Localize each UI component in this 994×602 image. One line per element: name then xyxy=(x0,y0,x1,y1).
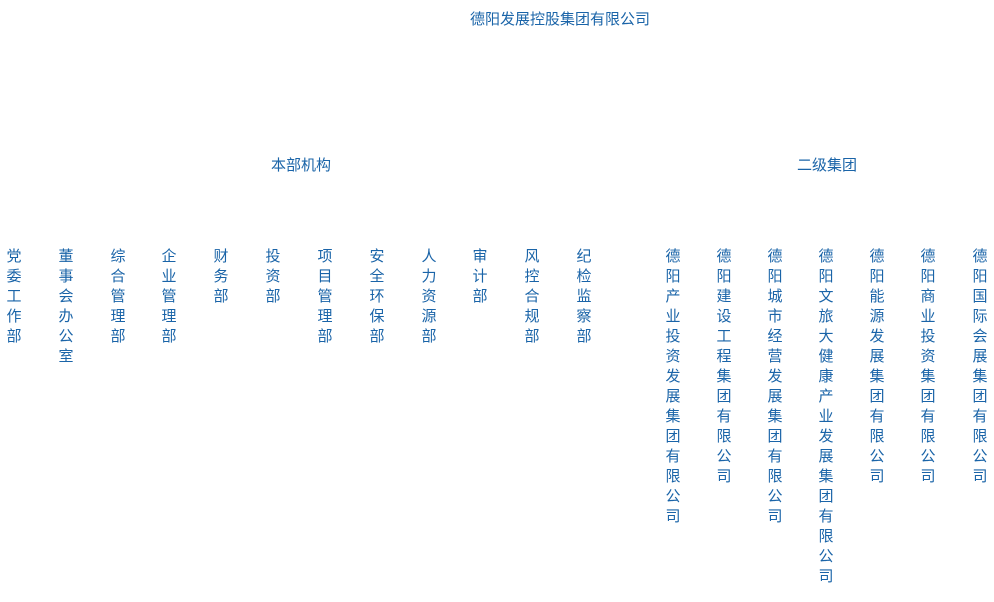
dept-node: 风控合规部 xyxy=(524,247,540,345)
subsidiary-node: 德阳产业投资发展集团有限公司 xyxy=(665,247,681,525)
dept-node: 党委工作部 xyxy=(6,247,22,345)
dept-node: 投资部 xyxy=(265,247,281,305)
subsidiary-node: 德阳国际会展集团有限公司 xyxy=(972,247,988,485)
dept-node: 董事会办公室 xyxy=(58,247,74,365)
dept-node: 综合管理部 xyxy=(110,247,126,345)
dept-node: 纪检监察部 xyxy=(576,247,592,345)
dept-node: 审计部 xyxy=(472,247,488,305)
dept-node: 企业管理部 xyxy=(161,247,177,345)
dept-node: 安全环保部 xyxy=(369,247,385,345)
dept-node: 项目管理部 xyxy=(317,247,333,345)
dept-node: 财务部 xyxy=(213,247,229,305)
group-node-headquarters: 本部机构 xyxy=(271,156,332,174)
subsidiary-node: 德阳文旅大健康产业发展集团有限公司 xyxy=(818,247,834,585)
subsidiary-node: 德阳能源发展集团有限公司 xyxy=(869,247,885,485)
subsidiary-node: 德阳商业投资集团有限公司 xyxy=(920,247,936,485)
root-node: 德阳发展控股集团有限公司 xyxy=(470,10,651,28)
group-node-subsidiaries: 二级集团 xyxy=(797,156,858,174)
subsidiary-node: 德阳城市经营发展集团有限公司 xyxy=(767,247,783,525)
subsidiary-node: 德阳建设工程集团有限公司 xyxy=(716,247,732,485)
dept-node: 人力资源部 xyxy=(421,247,437,345)
